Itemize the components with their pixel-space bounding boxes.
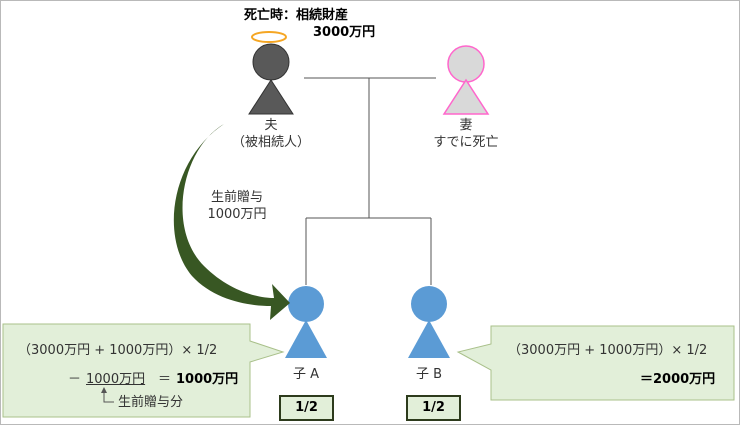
- halo-icon: [251, 31, 287, 43]
- note-arrow-icon: [103, 392, 114, 403]
- callout-a-minus-amount: 1000万円: [86, 372, 146, 387]
- callout-b-formula: （3000万円 + 1000万円）× 1/2: [508, 343, 708, 358]
- callout-a-equals: ＝: [158, 372, 172, 387]
- wife-status: すでに死亡: [433, 135, 499, 150]
- callout-a-note: 生前贈与分: [118, 395, 184, 410]
- wife-figure-icon: [442, 45, 490, 115]
- gift-label: 生前贈与: [210, 190, 263, 205]
- callout-b-result: ＝2000万円: [640, 372, 716, 387]
- child-a-label: 子 A: [292, 367, 320, 382]
- wife-label: 妻: [459, 118, 473, 133]
- husband-label: 夫: [264, 118, 278, 133]
- gift-arrow-icon: [173, 124, 290, 320]
- inheritance-heading: 死亡時：相続財産: [244, 8, 349, 23]
- child-b-share: 1/2: [406, 395, 461, 421]
- callout-a-minus-sign: －: [68, 372, 82, 387]
- callout-a-formula: （3000万円 + 1000万円）× 1/2: [18, 343, 218, 358]
- child-b-label: 子 B: [415, 367, 443, 382]
- callout-a-box: [2, 323, 285, 418]
- child-b-figure-icon: [408, 286, 450, 358]
- gift-amount: 1000万円: [207, 207, 267, 222]
- inheritance-amount: 3000万円: [313, 25, 376, 40]
- child-a-figure-icon: [285, 286, 327, 358]
- husband-role: （被相続人）: [231, 135, 310, 150]
- callout-a-result: 1000万円: [176, 372, 239, 387]
- child-a-share: 1/2: [279, 395, 334, 421]
- husband-figure-icon: [248, 43, 294, 115]
- callout-b-box: [456, 325, 735, 401]
